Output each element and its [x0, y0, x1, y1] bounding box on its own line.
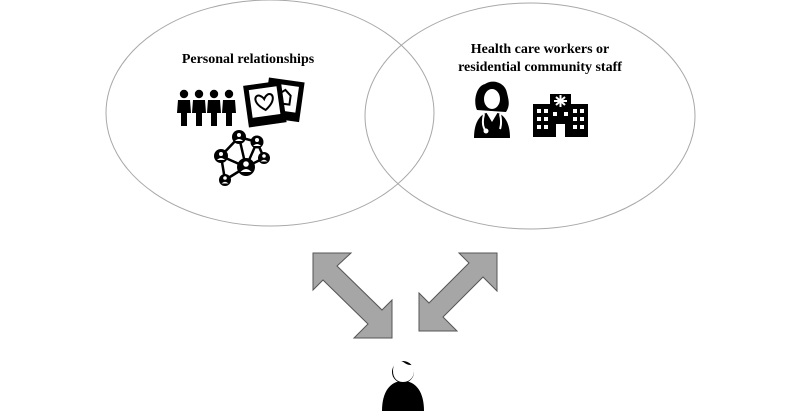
family-group-icon [177, 89, 236, 126]
photo-frames-icon [243, 77, 305, 128]
doctor-icon [474, 81, 510, 138]
double-arrow-right [418, 252, 498, 332]
healthcare-title-line1: Health care workers or [470, 42, 610, 57]
double-arrow-left [312, 252, 393, 339]
healthcare-circle [364, 2, 696, 230]
social-network-icon [214, 130, 270, 186]
person-icon [382, 361, 424, 411]
personal-relationships-label: Personal relationships [168, 51, 328, 69]
personal-relationships-title: Personal relationships [181, 52, 315, 67]
healthcare-title-line2: residential community staff [458, 60, 622, 75]
hospital-icon [533, 94, 588, 137]
personal-relationships-circle [105, 0, 435, 227]
healthcare-label: Health care workers or residential commu… [440, 41, 640, 77]
